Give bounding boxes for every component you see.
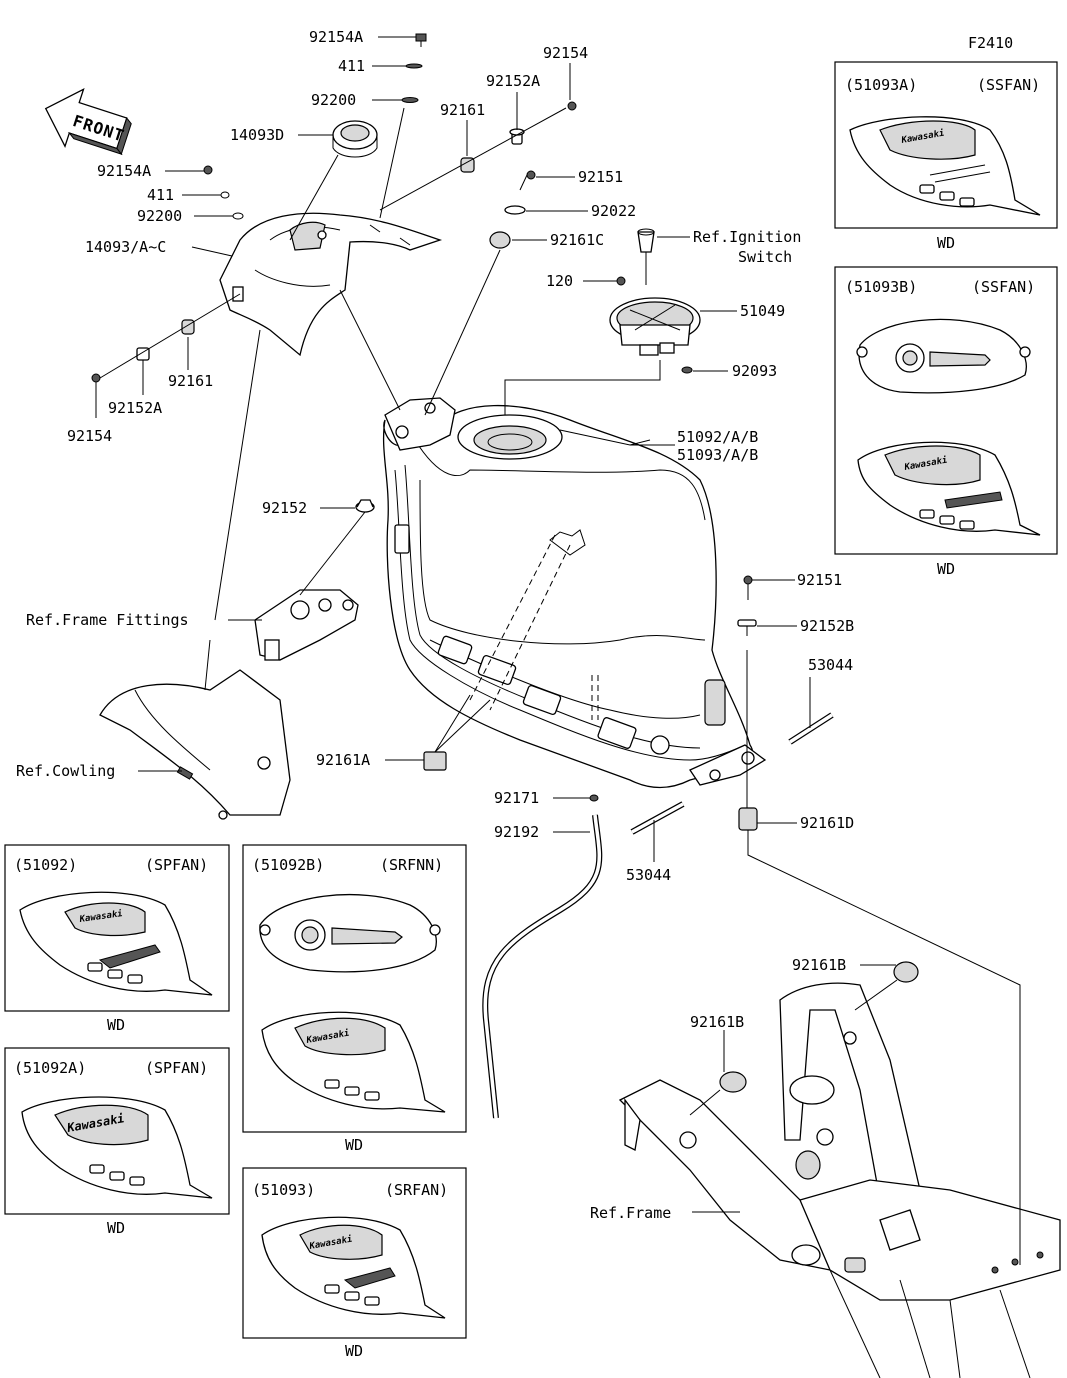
fuel-pump-assembly bbox=[609, 297, 701, 356]
label-92151-top: 92151 bbox=[578, 168, 623, 186]
variant-box-51092b: (51092B) (SRFNN) Kawasaki WD bbox=[242, 844, 467, 1154]
label-92161d: 92161D bbox=[800, 814, 854, 832]
tank-side-view: Kawasaki bbox=[261, 1216, 446, 1319]
variant-box-51093b: (51093B) (SSFAN) Kawasaki WD bbox=[834, 266, 1058, 578]
tank-side-view: Kawasaki bbox=[261, 1011, 446, 1113]
label-92171: 92171 bbox=[494, 789, 539, 807]
variant-part: (51092) bbox=[14, 856, 77, 874]
washer-92152b bbox=[737, 619, 757, 627]
variant-caption: WD bbox=[107, 1219, 125, 1237]
fuel-tank bbox=[382, 397, 767, 789]
variant-code: (SSFAN) bbox=[977, 76, 1040, 94]
tank-top-view bbox=[856, 318, 1031, 394]
side-cover bbox=[219, 212, 443, 357]
label-tank-line2: 51093/A/B bbox=[677, 446, 758, 464]
label-frame: Ref.Frame bbox=[590, 1204, 671, 1222]
label-92161a: 92161A bbox=[316, 751, 370, 769]
leader-lines bbox=[95, 36, 1021, 1265]
label-92154a-top: 92154A bbox=[309, 28, 363, 46]
label-tank-line1: 51092/A/B bbox=[677, 428, 758, 446]
variant-box-51092a: (51092A) (SPFAN) Kawasaki WD bbox=[4, 1047, 230, 1237]
variant-part: (51092B) bbox=[252, 856, 324, 874]
variant-box-51092: (51092) (SPFAN) Kawasaki WD bbox=[4, 844, 230, 1034]
label-120: 120 bbox=[546, 272, 573, 290]
tank-side-view: Kawasaki bbox=[21, 1096, 213, 1199]
damper-92161b-lower bbox=[719, 1071, 747, 1093]
variant-box-51093: (51093) (SRFAN) Kawasaki WD bbox=[242, 1167, 467, 1360]
callout-labels: 92154A 411 92200 14093D 92154A 411 92200… bbox=[16, 28, 854, 1222]
front-arrow-icon: FRONT bbox=[44, 87, 132, 156]
damper-92161d bbox=[738, 807, 758, 831]
variant-part: (51093B) bbox=[845, 278, 917, 296]
frame-fitting bbox=[254, 499, 375, 661]
label-14093: 14093/A~C bbox=[85, 238, 166, 256]
label-ignition-line2: Switch bbox=[738, 248, 792, 266]
variant-code: (SPFAN) bbox=[145, 856, 208, 874]
label-53044-bottom: 53044 bbox=[626, 866, 671, 884]
label-92152a-top: 92152A bbox=[486, 72, 540, 90]
label-411-left: 411 bbox=[147, 186, 174, 204]
label-92161-left: 92161 bbox=[168, 372, 213, 390]
variant-code: (SRFAN) bbox=[385, 1181, 448, 1199]
tank-top-view bbox=[259, 893, 441, 973]
variant-caption: WD bbox=[937, 560, 955, 578]
label-92022: 92022 bbox=[591, 202, 636, 220]
variant-code: (SPFAN) bbox=[145, 1059, 208, 1077]
variant-part: (51093A) bbox=[845, 76, 917, 94]
tank-side-view: Kawasaki bbox=[19, 891, 213, 996]
variant-code: (SSFAN) bbox=[972, 278, 1035, 296]
label-92200-left: 92200 bbox=[137, 207, 182, 225]
label-frame-fittings: Ref.Frame Fittings bbox=[26, 611, 189, 629]
label-53044-right: 53044 bbox=[808, 656, 853, 674]
label-cowling: Ref.Cowling bbox=[16, 762, 115, 780]
label-92154a-left: 92154A bbox=[97, 162, 151, 180]
cap-14093d bbox=[332, 120, 378, 158]
label-92154-left: 92154 bbox=[67, 427, 112, 445]
tank-side-view: Kawasaki bbox=[857, 441, 1041, 536]
diagram-code: F2410 bbox=[968, 34, 1013, 52]
label-92192: 92192 bbox=[494, 823, 539, 841]
label-92151-right: 92151 bbox=[797, 571, 842, 589]
damper-92161a bbox=[423, 751, 447, 771]
label-92152: 92152 bbox=[262, 499, 307, 517]
cowling bbox=[99, 669, 291, 820]
label-92161c: 92161C bbox=[550, 231, 604, 249]
variant-part: (51092A) bbox=[14, 1059, 86, 1077]
label-14093d: 14093D bbox=[230, 126, 284, 144]
label-92200-top: 92200 bbox=[311, 91, 356, 109]
variant-caption: WD bbox=[937, 234, 955, 252]
label-92093: 92093 bbox=[732, 362, 777, 380]
frame bbox=[618, 982, 1061, 1378]
label-92152a-left: 92152A bbox=[108, 399, 162, 417]
variant-caption: WD bbox=[107, 1016, 125, 1034]
variant-caption: WD bbox=[345, 1342, 363, 1360]
bolt-92151-right bbox=[743, 575, 753, 585]
small-fasteners-top bbox=[401, 33, 693, 374]
label-51049: 51049 bbox=[740, 302, 785, 320]
ignition-switch-part bbox=[637, 228, 655, 285]
hose-92192 bbox=[482, 814, 603, 1119]
variant-caption: WD bbox=[345, 1136, 363, 1154]
variant-part: (51093) bbox=[252, 1181, 315, 1199]
label-92152b: 92152B bbox=[800, 617, 854, 635]
variant-code: (SRFNN) bbox=[380, 856, 443, 874]
damper-92161b-upper bbox=[893, 961, 919, 983]
label-411-top: 411 bbox=[338, 57, 365, 75]
tank-side-view: Kawasaki bbox=[849, 116, 1041, 216]
label-92161b-lower: 92161B bbox=[690, 1013, 744, 1031]
label-ignition-line1: Ref.Ignition bbox=[693, 228, 801, 246]
label-92161-top: 92161 bbox=[440, 101, 485, 119]
label-92154-top: 92154 bbox=[543, 44, 588, 62]
variant-box-51093a: (51093A) (SSFAN) Kawasaki WD bbox=[834, 61, 1058, 252]
label-92161b-upper: 92161B bbox=[792, 956, 846, 974]
